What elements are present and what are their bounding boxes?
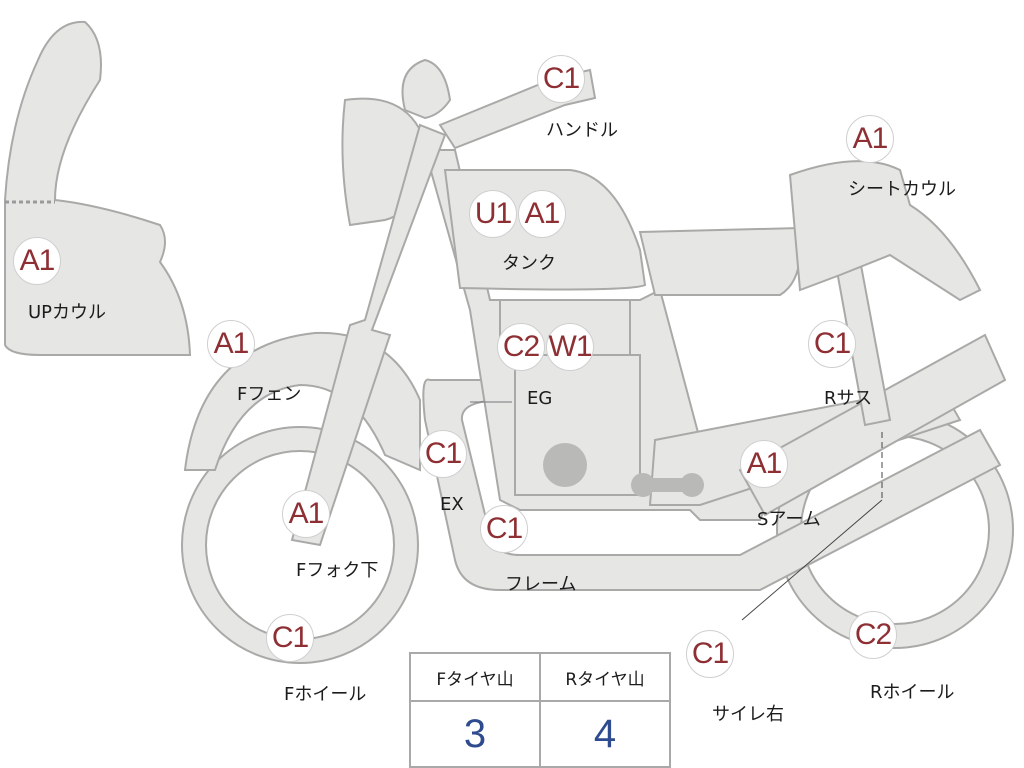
engine-code-badge-2: W1 [546, 323, 594, 371]
frame-label: フレーム [505, 574, 577, 595]
r-suspension-label: Rサス [824, 388, 873, 409]
r-suspension-code-badge: C1 [808, 320, 856, 368]
tank-code-badge-1: U1 [469, 190, 517, 238]
frame-code-badge: C1 [480, 505, 528, 553]
f-fork-lower-label: Fフォク下 [296, 560, 379, 581]
silencer-shape [738, 333, 1007, 517]
front-fork-shape [290, 123, 447, 547]
f-fender-code-badge: A1 [207, 320, 255, 368]
handle-code-badge: C1 [537, 55, 585, 103]
exhaust-pipe-shape [422, 378, 1002, 591]
handle-label: ハンドル [546, 120, 618, 141]
silencer-leader-line [741, 499, 883, 621]
s-arm-code-badge: A1 [740, 440, 788, 488]
f-fender-label: Fフェン [237, 384, 302, 405]
tire-tread-table: Fタイヤ山 Rタイヤ山 3 4 [409, 652, 671, 768]
front-tire-value: 3 [409, 700, 541, 768]
exhaust-label: EX [440, 494, 464, 515]
up-cowl-code-badge: A1 [13, 237, 61, 285]
seat-cowl-shape [788, 160, 982, 302]
engine-label: EG [527, 388, 553, 409]
seat-cowl-code-badge: A1 [846, 115, 894, 163]
r-wheel-label: Rホイール [870, 682, 955, 703]
silencer-right-code-badge: C1 [686, 630, 734, 678]
front-wheel-shape [181, 426, 419, 664]
f-fork-lower-code-badge: A1 [282, 490, 330, 538]
exhaust-code-badge: C1 [419, 430, 467, 478]
r-wheel-code-badge: C2 [849, 611, 897, 659]
tank-code-badge-2: A1 [518, 190, 566, 238]
silencer-right-label: サイレ右 [712, 704, 784, 725]
s-arm-label: Sアーム [757, 509, 821, 530]
seat-shape [638, 226, 802, 296]
up-cowl-label: UPカウル [28, 302, 107, 323]
engine-code-badge-1: C2 [497, 323, 545, 371]
front-tire-header: Fタイヤ山 [409, 652, 541, 702]
tank-label: タンク [502, 253, 556, 274]
rear-tire-header: Rタイヤ山 [539, 652, 671, 702]
rear-tire-value: 4 [539, 700, 671, 768]
f-wheel-label: Fホイール [284, 684, 367, 705]
seat-cowl-label: シートカウル [848, 179, 956, 200]
f-wheel-code-badge: C1 [266, 614, 314, 662]
